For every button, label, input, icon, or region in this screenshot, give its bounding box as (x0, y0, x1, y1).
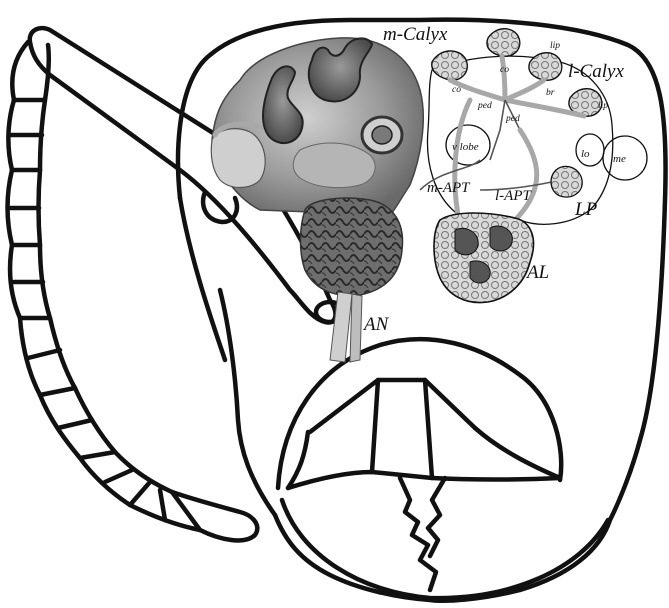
mouthparts (278, 339, 608, 598)
label-br: br (546, 88, 555, 98)
antennal-lobe (434, 213, 534, 303)
label-v-lobe: v lobe (452, 141, 479, 153)
clypeus-vertical-right (425, 380, 432, 478)
head-lower-left (220, 290, 275, 515)
clypeus-vertical-left (372, 380, 378, 472)
peduncle-stem (490, 100, 520, 160)
mandible-outline (282, 500, 608, 598)
m-apt-tract (455, 100, 470, 225)
label-co-left: co (452, 85, 461, 95)
label-l-apt: l-APT (495, 188, 532, 204)
label-m-apt: m-APT (427, 180, 471, 196)
label-m-calyx: m-Calyx (383, 24, 448, 45)
label-co-right: co (500, 65, 509, 75)
label-lo: lo (581, 148, 590, 160)
label-lip-right: lip (598, 101, 608, 111)
clypeus-outline (278, 339, 561, 488)
labrum-edge (288, 472, 560, 488)
brain-optic-lobe (211, 129, 265, 188)
brain-ring-core (372, 126, 392, 144)
label-me: me (613, 153, 626, 165)
brain-lower-lobe (300, 198, 402, 296)
l-apt-tract (510, 130, 537, 225)
lp-region (551, 166, 582, 197)
calyx-cup-2 (487, 29, 520, 57)
peduncle-tracts (450, 56, 584, 116)
clypeus-inner-left (310, 380, 475, 432)
calyx-cup-1 (432, 51, 468, 80)
calyx-cup-3 (529, 53, 562, 81)
label-an: AN (362, 314, 390, 335)
label-lp: LP (574, 199, 598, 220)
label-ped-left: ped (477, 101, 492, 111)
label-ped-right: ped (505, 114, 520, 124)
antennal-nerve-2 (350, 294, 362, 362)
label-al: AL (525, 262, 549, 283)
label-lip-top: lip (550, 41, 560, 51)
mandible-teeth-2 (428, 478, 445, 556)
label-l-calyx: l-Calyx (568, 61, 624, 82)
